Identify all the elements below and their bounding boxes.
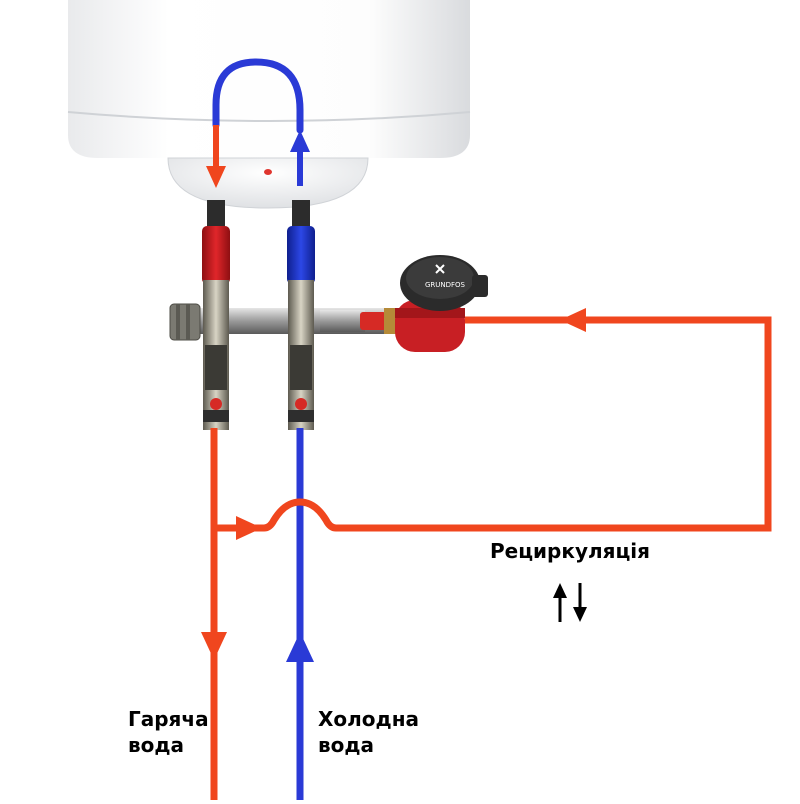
cold-water-label-line2: вода: [318, 733, 375, 757]
cold-water-label-line1: Холодна: [318, 707, 420, 731]
cold-water-pipe: [286, 428, 314, 800]
hot-down-arrow-icon: [206, 166, 226, 188]
recirculation-pipe: [214, 308, 772, 540]
hot-flow-arrow-icon: [201, 632, 227, 660]
valve-icon: [169, 280, 398, 430]
tank-circulation-arrows: [206, 58, 310, 188]
hot-water-label-line2: вода: [128, 733, 185, 757]
recirculation-label: Рециркуляція: [490, 538, 650, 564]
pump-brand-text: GRUNDFOS: [425, 281, 466, 289]
cold-flow-arrow-icon: [286, 632, 314, 662]
recirc-return-arrow-icon: [236, 516, 262, 540]
hot-water-label-line1: Гаряча: [128, 707, 209, 731]
bidirectional-arrows-icon: [553, 583, 587, 622]
hot-water-label: Гаряча вода: [128, 706, 209, 758]
water-heater-tank-icon: [67, 0, 471, 209]
recirc-flow-arrow-icon: [560, 308, 586, 332]
cold-water-label: Холодна вода: [318, 706, 419, 758]
hot-pipe-sleeve: [202, 226, 230, 284]
recirculation-label-text: Рециркуляція: [490, 539, 650, 563]
cold-pipe-sleeve: [287, 226, 315, 284]
cold-up-arrow-icon: [290, 130, 310, 152]
tank-connectors: [202, 200, 315, 284]
pump-icon: GRUNDFOS: [395, 255, 488, 352]
indicator-light: [264, 169, 272, 175]
hot-water-pipe: [201, 428, 227, 800]
